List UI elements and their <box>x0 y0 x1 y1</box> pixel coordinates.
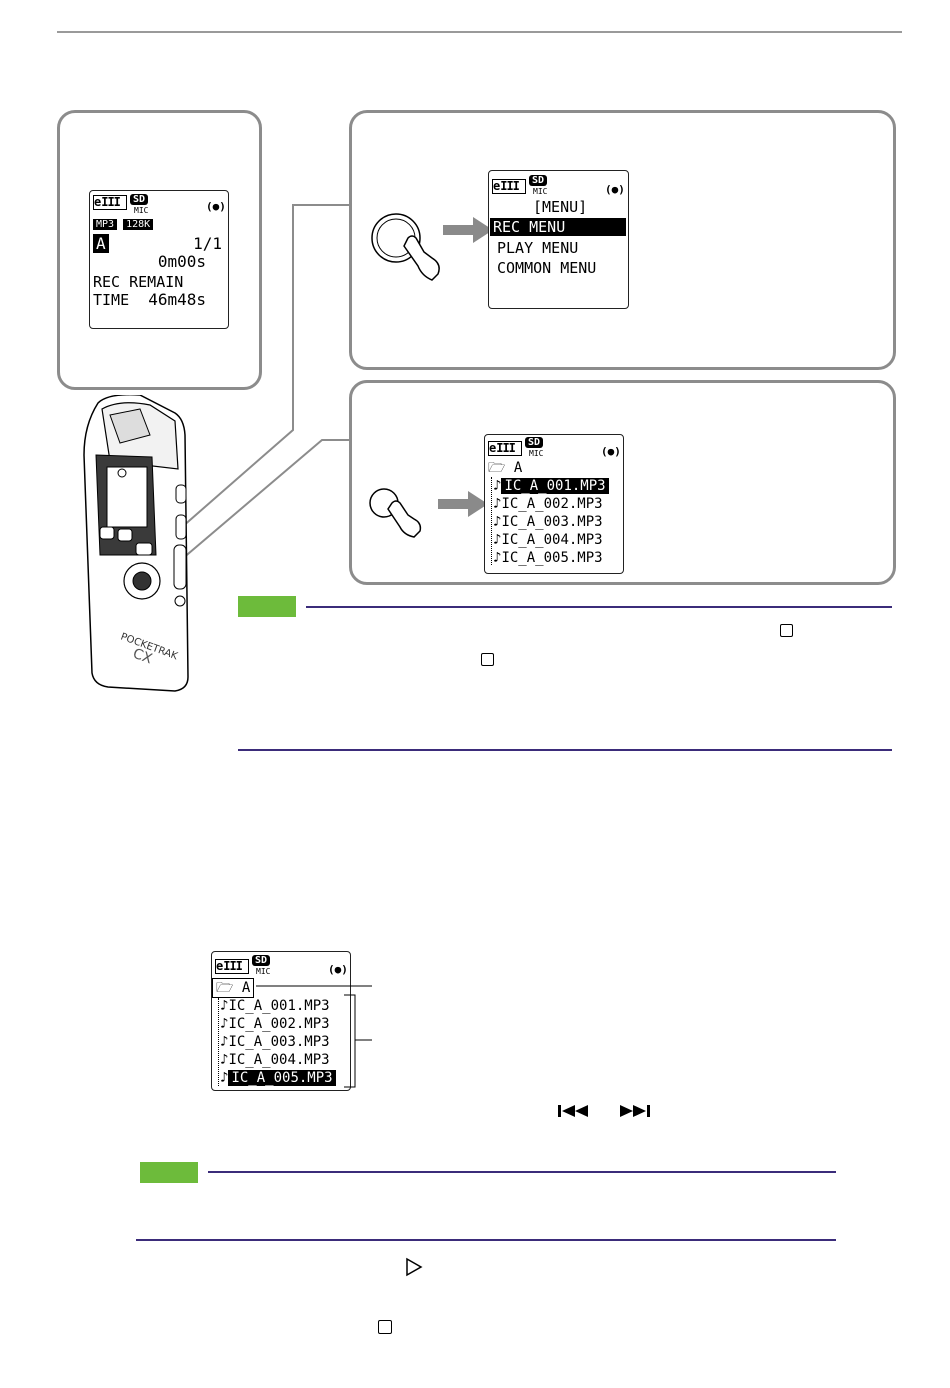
list-item[interactable]: ♪IC_A_002.MP3 <box>220 1016 330 1032</box>
battery-icon: eIII <box>488 441 522 456</box>
music-note-icon: ♪ <box>220 1070 229 1086</box>
folder-icon: 🗁 <box>216 980 234 996</box>
remain-label: REC REMAIN TIME <box>93 273 184 309</box>
hand-touch-icon <box>369 488 422 538</box>
list-item[interactable]: ♪IC_A_005.MP3 <box>220 1069 336 1087</box>
folder-badge: A <box>93 234 109 253</box>
tip-rule-bottom <box>238 749 892 751</box>
bottom-files-display: eIII SD MIC (●) 🗁 A ♪IC_A_001.MP3 ♪IC_A_… <box>211 951 351 1091</box>
music-note-icon: ♪ <box>220 998 229 1014</box>
sd-badge: SD <box>525 437 544 448</box>
top-rule <box>57 31 902 33</box>
menu-item-rec[interactable]: REC MENU <box>490 218 626 236</box>
stop-icon <box>481 653 494 666</box>
menu-item-play[interactable]: PLAY MENU <box>497 239 579 257</box>
list-item[interactable]: ♪IC_A_002.MP3 <box>493 496 603 512</box>
play-icon <box>406 1257 423 1277</box>
left-panel: eIII SD MIC (●) MP3 128K A 1/1 0m00s REC… <box>57 110 262 390</box>
speaker-icon: (●) <box>328 963 348 976</box>
sd-badge: SD <box>130 194 149 205</box>
battery-icon: eIII <box>215 959 249 974</box>
folder-row: 🗁 A <box>212 978 255 998</box>
music-note-icon: ♪ <box>220 1052 229 1068</box>
sd-badge: SD <box>252 955 271 966</box>
prev-icon <box>558 1105 588 1117</box>
music-note-icon: ♪ <box>493 532 502 548</box>
speaker-icon: (●) <box>206 200 226 213</box>
file-count: 1/1 <box>193 234 222 253</box>
stop-icon <box>780 624 793 637</box>
music-note-icon: ♪ <box>220 1034 229 1050</box>
folder-name: A <box>513 460 523 476</box>
arrow-right-icon <box>438 491 488 517</box>
device-model: CX <box>131 646 155 668</box>
next-icon <box>620 1105 650 1117</box>
tip-rule-bottom <box>136 1239 836 1241</box>
list-item[interactable]: ♪IC_A_005.MP3 <box>493 550 603 566</box>
battery-icon: eIII <box>93 195 127 210</box>
speaker-icon: (●) <box>605 183 625 196</box>
music-note-icon: ♪ <box>493 496 502 512</box>
remain-value: 46m48s <box>148 290 206 309</box>
hand-press-icon <box>371 213 440 281</box>
sd-badge: SD <box>529 175 548 186</box>
speaker-icon: (●) <box>601 445 621 458</box>
files-display: eIII SD MIC (●) 🗁 A ♪IC_A_001.MP3 ♪IC_A_… <box>484 434 624 574</box>
menu-title: [MENU] <box>533 198 588 216</box>
music-note-icon: ♪ <box>220 1016 229 1032</box>
files-panel: eIII SD MIC (●) 🗁 A ♪IC_A_001.MP3 ♪IC_A_… <box>349 380 896 585</box>
list-item[interactable]: ♪IC_A_003.MP3 <box>493 514 603 530</box>
menu-panel: eIII SD MIC (●) [MENU] REC MENU PLAY MEN… <box>349 110 896 370</box>
device-illustration: POCKETRAK CX <box>83 395 189 692</box>
rec-display: eIII SD MIC (●) MP3 128K A 1/1 0m00s REC… <box>89 190 229 329</box>
menu-item-common[interactable]: COMMON MENU <box>497 259 597 277</box>
tip-icon <box>238 596 296 617</box>
mic-label: MIC <box>256 967 271 976</box>
mic-label: MIC <box>529 449 544 458</box>
tip-rule-top <box>306 606 892 608</box>
arrow-right-icon <box>443 217 493 243</box>
mic-label: MIC <box>533 187 548 196</box>
list-item[interactable]: ♪IC_A_004.MP3 <box>220 1052 330 1068</box>
mic-label: MIC <box>134 206 149 215</box>
tip-icon <box>140 1162 198 1183</box>
list-item[interactable]: ♪IC_A_001.MP3 <box>220 998 330 1014</box>
stop-icon <box>378 1320 392 1334</box>
tip-rule-top <box>208 1171 836 1173</box>
list-item[interactable]: ♪IC_A_003.MP3 <box>220 1034 330 1050</box>
music-note-icon: ♪ <box>493 550 502 566</box>
list-item[interactable]: ♪IC_A_001.MP3 <box>493 477 609 495</box>
list-item[interactable]: ♪IC_A_004.MP3 <box>493 532 603 548</box>
format-badge: MP3 <box>93 219 118 230</box>
battery-icon: eIII <box>492 179 526 194</box>
music-note-icon: ♪ <box>493 514 502 530</box>
music-note-icon: ♪ <box>493 478 502 494</box>
folder-icon: 🗁 <box>488 460 506 476</box>
elapsed-time: 0m00s <box>157 252 206 271</box>
bitrate-badge: 128K <box>123 219 154 230</box>
menu-display: eIII SD MIC (●) [MENU] REC MENU PLAY MEN… <box>488 170 629 309</box>
